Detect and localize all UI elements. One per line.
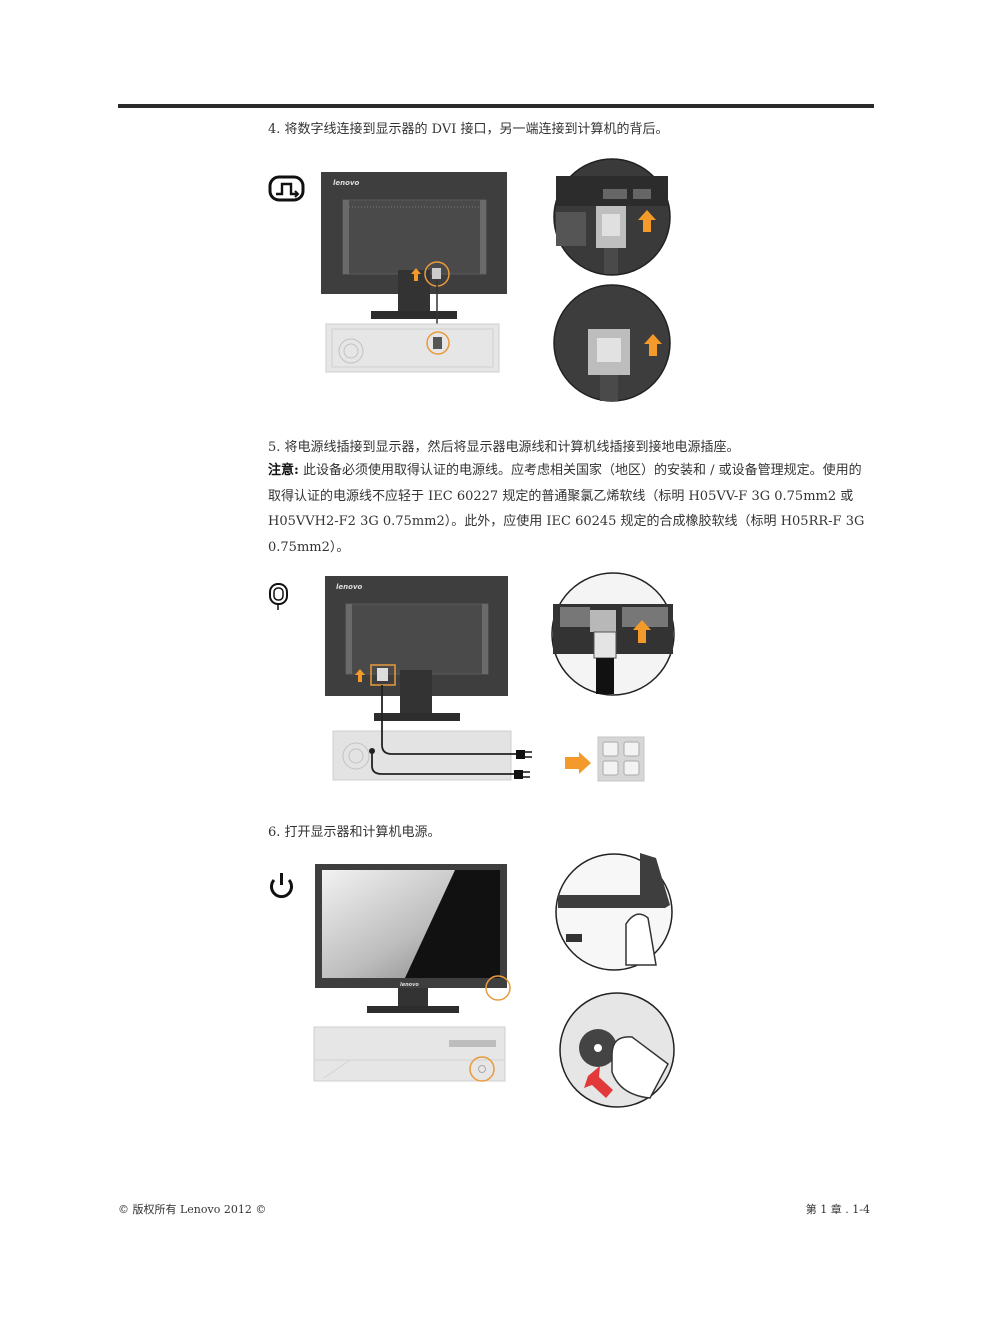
zoom-monitor-power-port — [551, 572, 675, 696]
arrow-to-outlet — [565, 752, 591, 774]
footer-page-number: 第 1 章 . 1-4 — [805, 1203, 870, 1216]
zoom-monitor-dvi-port — [553, 158, 671, 276]
computer-case-front — [313, 1026, 506, 1082]
zoom-pc-power-button — [559, 992, 675, 1108]
step-4-text: 4. 将数字线连接到显示器的 DVI 接口，另一端连接到计算机的背后。 — [268, 122, 669, 137]
lenovo-logo: lenovo — [336, 583, 363, 591]
zoom-monitor-power-button — [555, 853, 673, 971]
lenovo-logo: lenovo — [333, 179, 360, 187]
step-6-text: 6. 打开显示器和计算机电源。 — [268, 825, 441, 840]
computer-case-dvi — [325, 323, 500, 373]
step-5-text: 5. 将电源线插接到显示器，然后将显示器电源线和计算机线插接到接地电源插座。 — [268, 440, 740, 455]
monitor-back-power — [325, 576, 508, 721]
lenovo-logo: lenovo — [400, 982, 419, 988]
power-plug-icon — [269, 583, 288, 610]
zoom-pc-dvi-port — [553, 284, 671, 402]
top-rule — [118, 104, 874, 108]
monitor-front — [315, 864, 511, 1013]
note-text: 此设备必须使用取得认证的电源线。应考虑相关国家（地区）的安装和 / 或设备管理规… — [268, 463, 865, 555]
computer-case-power — [332, 685, 532, 781]
monitor-back-dvi — [321, 172, 507, 334]
power-button-icon — [270, 873, 293, 899]
dvi-connector-icon — [268, 175, 305, 202]
note-label: 注意: — [268, 463, 299, 478]
safety-note: 注意: 此设备必须使用取得认证的电源线。应考虑相关国家（地区）的安装和 / 或设… — [268, 458, 870, 560]
wall-outlet — [597, 736, 645, 782]
footer-copyright: © 版权所有 Lenovo 2012 © — [118, 1203, 267, 1216]
